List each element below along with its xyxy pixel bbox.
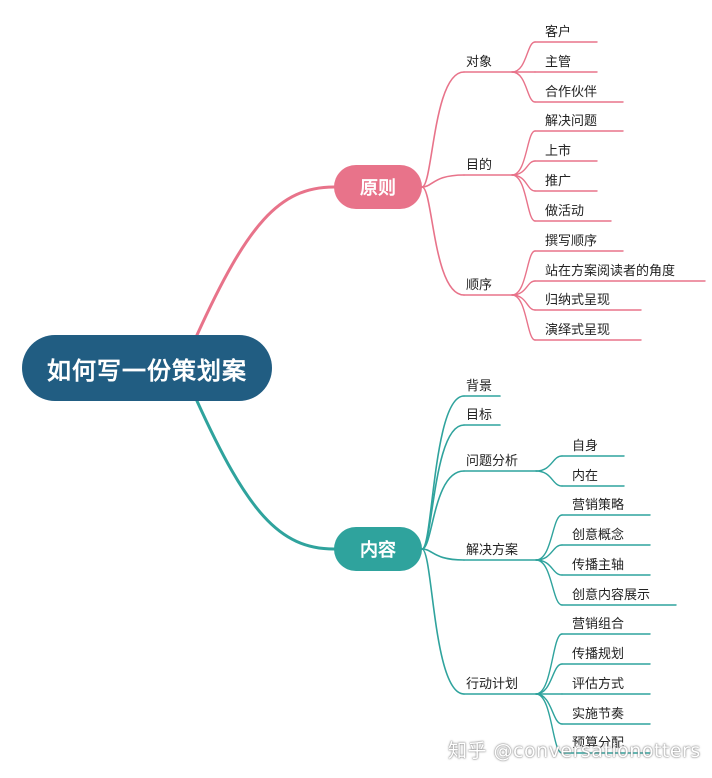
leaf-label[interactable]: 做活动	[545, 204, 585, 219]
leaf-connector	[511, 250, 536, 296]
leaf-connector	[535, 470, 563, 487]
leaf-label[interactable]: 预算分配	[572, 736, 625, 751]
leaf-label[interactable]: 传播主轴	[572, 558, 625, 573]
leaf-label[interactable]: 上市	[545, 144, 572, 159]
leaf-label[interactable]: 创意内容展示	[572, 588, 651, 603]
branch-connector	[421, 424, 465, 550]
root-connector-1	[195, 399, 336, 551]
root-topic[interactable]: 如何写一份策划案	[22, 335, 272, 401]
root-connector-0	[195, 185, 336, 337]
branch-connector	[421, 174, 465, 188]
leaf-connector	[535, 514, 563, 561]
subtopic-label[interactable]: 目的	[466, 158, 493, 173]
branch-topic-principles[interactable]: 原则	[334, 165, 422, 209]
subtopic-label[interactable]: 问题分析	[466, 454, 519, 469]
leaf-connector	[535, 663, 563, 695]
leaf-label[interactable]: 归纳式呈现	[545, 293, 611, 308]
subtopic-label[interactable]: 目标	[466, 408, 493, 423]
leaf-connector	[535, 693, 563, 754]
leaf-label[interactable]: 推广	[545, 174, 572, 189]
leaf-label[interactable]: 实施节奏	[572, 707, 625, 722]
branch-topic-content[interactable]: 内容	[334, 527, 422, 571]
subtopic-label[interactable]: 行动计划	[466, 677, 519, 692]
branch-connector	[421, 71, 465, 188]
subtopic-label[interactable]: 顺序	[466, 278, 493, 293]
subtopic-label[interactable]: 对象	[466, 55, 493, 70]
leaf-label[interactable]: 解决问题	[545, 114, 598, 129]
leaf-label[interactable]: 合作伙伴	[545, 85, 598, 100]
leaf-connector	[511, 41, 536, 73]
leaf-connector	[535, 544, 563, 561]
leaf-label[interactable]: 营销策略	[572, 498, 625, 513]
leaf-label[interactable]: 自身	[572, 439, 599, 454]
leaf-label[interactable]: 客户	[545, 25, 572, 40]
leaf-label[interactable]: 营销组合	[572, 617, 625, 632]
leaf-label[interactable]: 演绎式呈现	[545, 323, 611, 338]
leaf-connector	[511, 130, 536, 176]
leaf-label[interactable]: 传播规划	[572, 647, 625, 662]
leaf-connector	[535, 559, 563, 606]
leaf-connector	[535, 455, 563, 472]
leaf-label[interactable]: 主管	[545, 55, 572, 70]
watermark: 知乎 @conversationotters	[448, 740, 701, 762]
leaf-label[interactable]: 评估方式	[572, 677, 625, 692]
leaf-label[interactable]: 内在	[572, 469, 599, 484]
subtopic-label[interactable]: 背景	[466, 379, 493, 394]
leaf-connector	[511, 71, 536, 103]
leaf-connector	[535, 559, 563, 576]
leaf-connector	[511, 174, 536, 222]
leaf-connector	[511, 294, 536, 341]
leaf-connector	[535, 693, 563, 725]
branch-connector	[421, 186, 465, 296]
subtopic-label[interactable]: 解决方案	[466, 543, 519, 558]
branch-connector	[421, 548, 465, 561]
branch-connector	[421, 470, 465, 550]
leaf-connector	[535, 633, 563, 695]
leaf-label[interactable]: 撰写顺序	[545, 234, 598, 249]
leaf-label[interactable]: 站在方案阅读者的角度	[545, 264, 676, 279]
branch-connector	[421, 548, 465, 695]
leaf-label[interactable]: 创意概念	[572, 528, 625, 543]
